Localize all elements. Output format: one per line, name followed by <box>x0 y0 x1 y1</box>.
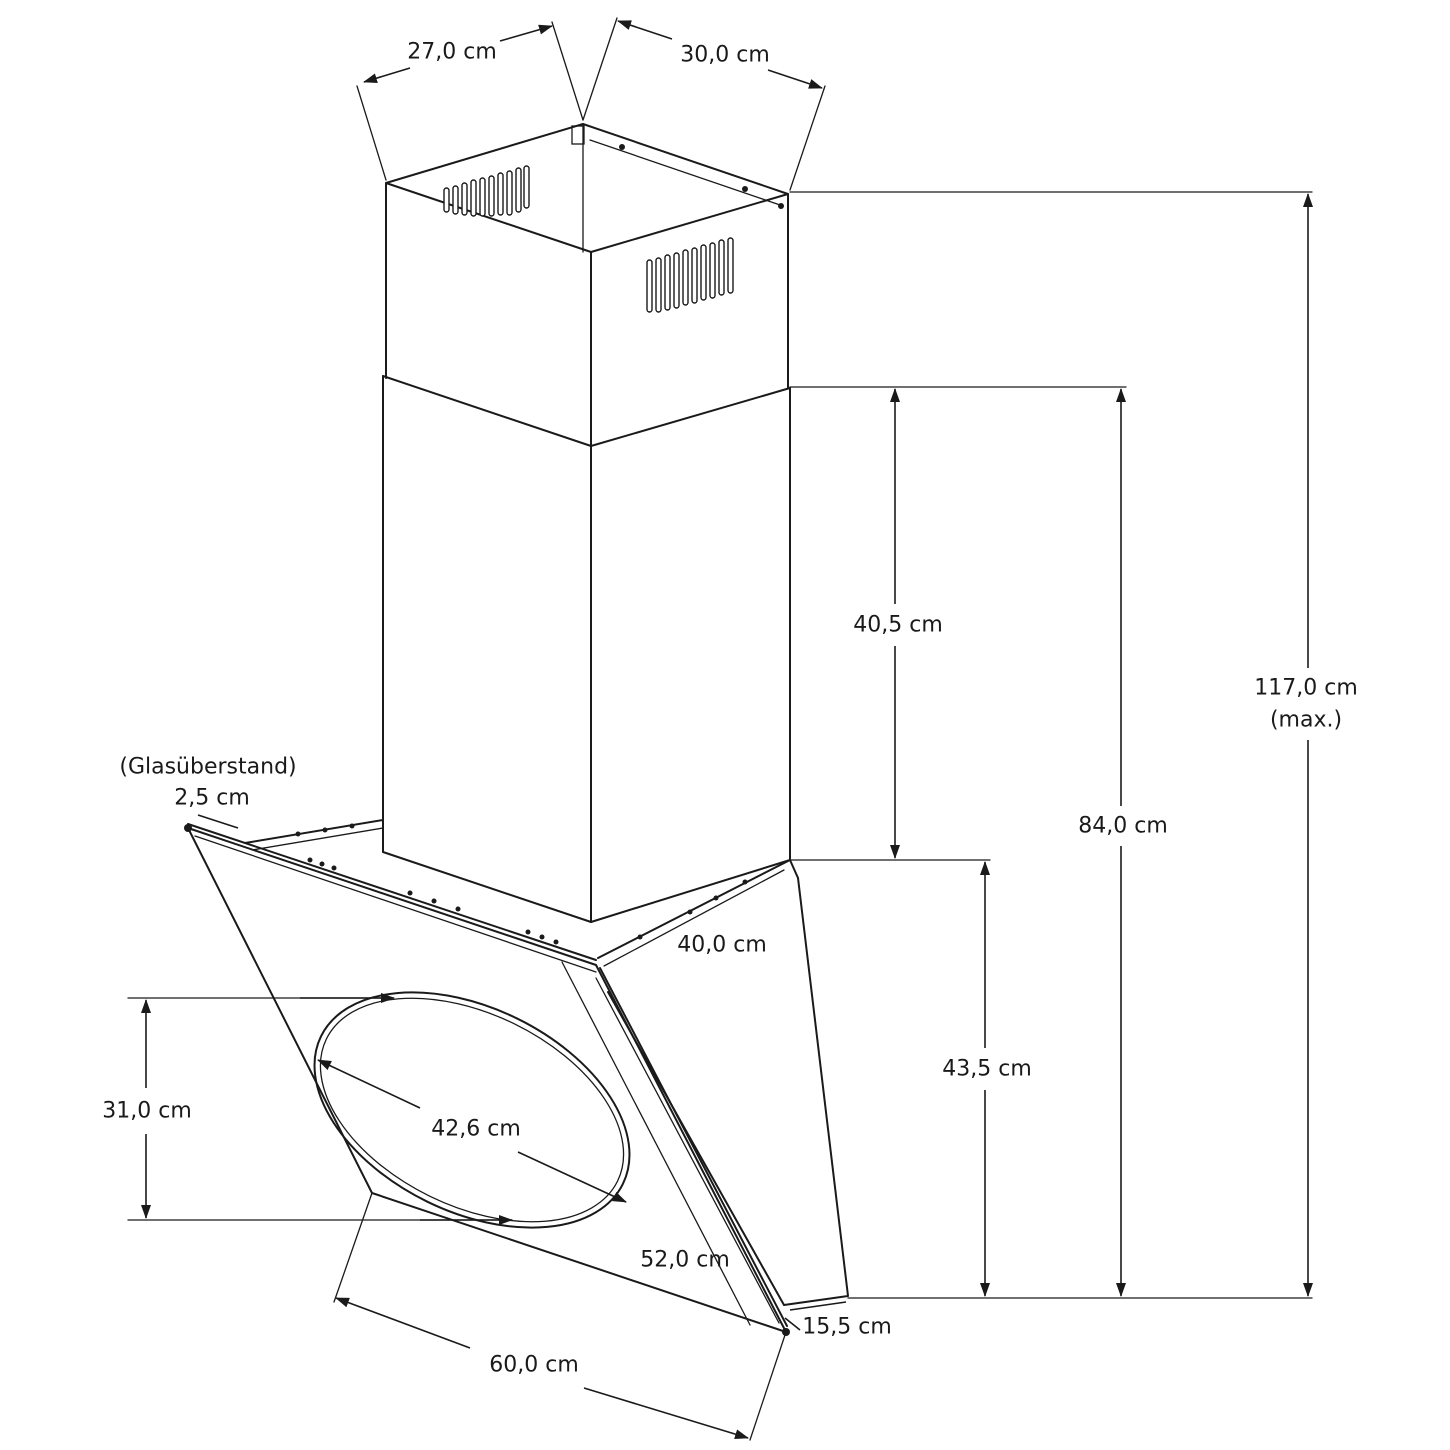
glass-slant-length-label: 52,0 cm <box>640 1247 730 1273</box>
hood-top-plate <box>244 819 799 967</box>
upper-chimney <box>385 123 789 450</box>
chimney-width-label: 30,0 cm <box>680 42 770 68</box>
chimney-depth-label: 27,0 cm <box>407 39 497 65</box>
glass-overhang-label: 2,5 cm <box>174 785 250 811</box>
hood-depth-label: 40,0 cm <box>677 932 767 958</box>
opening-width-label: 42,6 cm <box>431 1116 521 1142</box>
vent-slots-right <box>646 237 734 313</box>
total-height-note: (max.) <box>1269 707 1343 733</box>
hood-height-label: 43,5 cm <box>942 1056 1032 1082</box>
filter-opening <box>313 991 631 1229</box>
total-height-label: 117,0 cm <box>1254 675 1358 701</box>
lower-chimney-height-label: 40,5 cm <box>853 612 943 638</box>
lower-chimney <box>382 375 791 923</box>
base-depth-label: 15,5 cm <box>802 1314 892 1340</box>
vent-slots-left <box>443 165 530 217</box>
dimension-lines <box>127 17 1313 1441</box>
chimney-hood-height-label: 84,0 cm <box>1078 813 1168 839</box>
width-label: 60,0 cm <box>489 1352 579 1378</box>
glass-overhang-title: (Glasüberstand) <box>119 754 297 780</box>
opening-height-label: 31,0 cm <box>102 1098 192 1124</box>
